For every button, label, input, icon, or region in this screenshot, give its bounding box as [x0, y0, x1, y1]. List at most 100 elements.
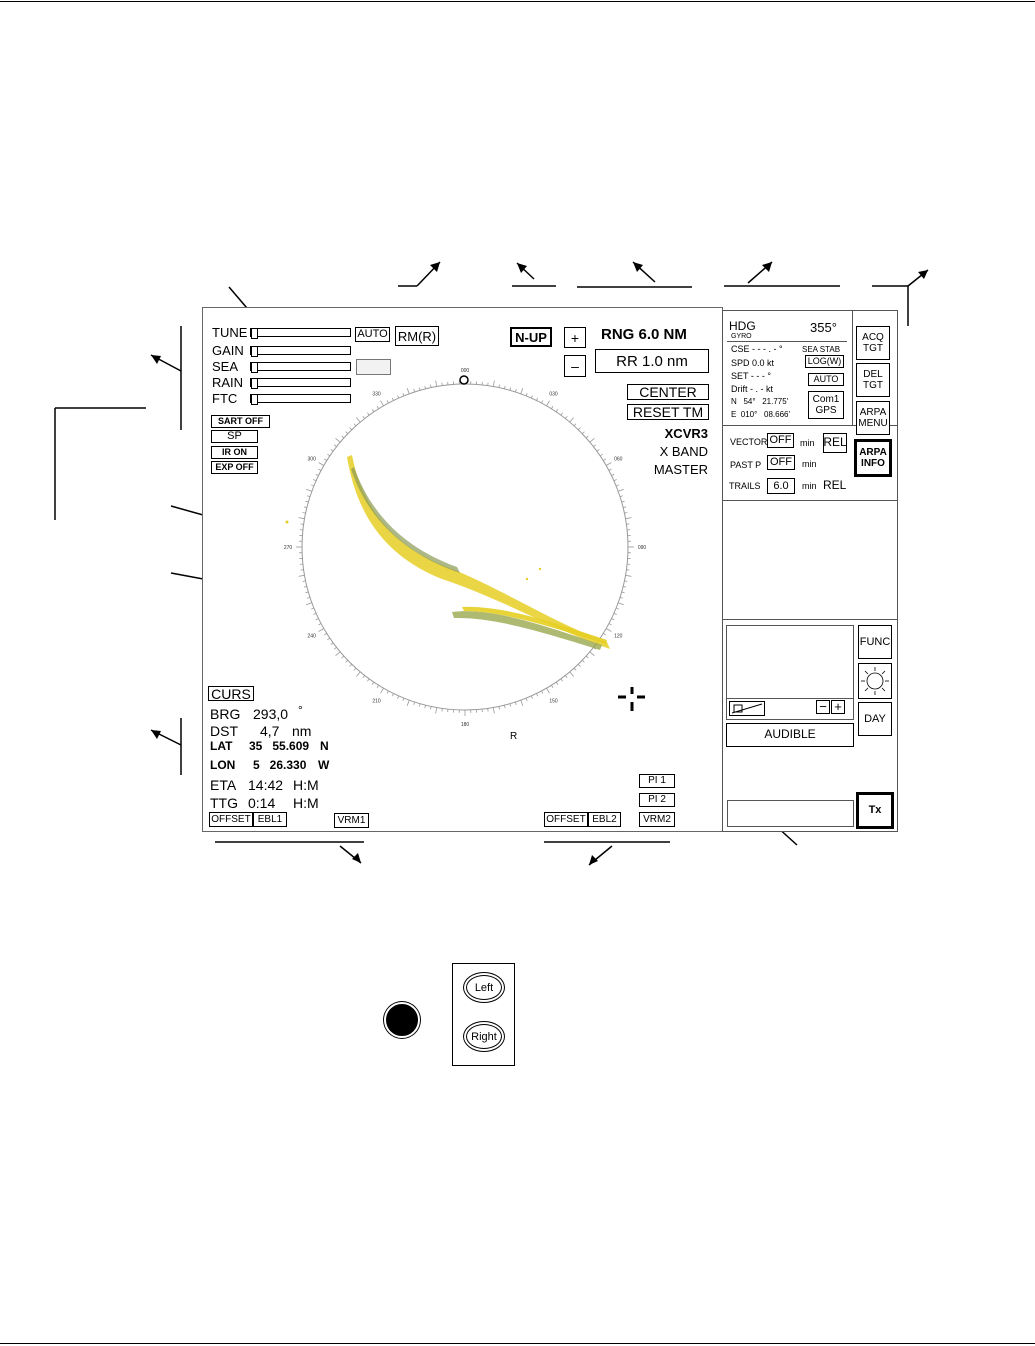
ftc-slider-knob[interactable]	[251, 394, 258, 405]
cursor-title[interactable]: CURS	[208, 686, 254, 701]
bearing-tick	[349, 663, 353, 667]
bearing-tick	[318, 628, 325, 632]
bearing-tick	[305, 500, 309, 503]
bearing-tick	[380, 400, 384, 407]
arpa-menu-button[interactable]: ARPA MENU	[856, 401, 890, 435]
vrm2-button[interactable]: VRM2	[639, 812, 675, 827]
bearing-tick	[413, 389, 416, 393]
offset-ebl2-button[interactable]: OFFSET	[544, 812, 588, 827]
motion-mode-button[interactable]: RM(R)	[395, 326, 439, 346]
bearing-tick	[376, 685, 379, 688]
brilliance-button[interactable]	[858, 663, 892, 699]
tune-slider-knob[interactable]	[251, 328, 258, 339]
arpa-menu-line2: MENU	[858, 418, 888, 429]
bearing-label: 210	[372, 698, 381, 704]
bearing-tick	[356, 671, 361, 677]
bearing-tick	[618, 488, 624, 492]
sea-slider-knob[interactable]	[251, 362, 258, 373]
bearing-tick	[560, 412, 563, 416]
bearing-tick	[577, 663, 581, 667]
range-rings-readout[interactable]: RR 1.0 nm	[595, 349, 709, 373]
day-night-button[interactable]: DAY	[858, 702, 892, 736]
bearing-tick	[573, 423, 577, 427]
bearing-label: 000	[461, 368, 470, 374]
sp-toggle[interactable]: SP	[211, 430, 258, 443]
auto-stab-button[interactable]: AUTO	[808, 373, 844, 386]
ftc-slider[interactable]	[250, 394, 351, 405]
bearing-tick	[391, 397, 394, 401]
arpa-menu-line1: ARPA	[859, 407, 887, 418]
ebl2-button[interactable]: EBL2	[588, 812, 621, 827]
gps-label: GPS	[815, 405, 837, 416]
reset-tm-button[interactable]: RESET TM	[627, 404, 709, 420]
bearing-tick	[504, 385, 506, 389]
bearing-label: 270	[284, 545, 293, 551]
pi1-button[interactable]: PI 1	[639, 774, 675, 788]
eta-value: 14:42	[248, 777, 284, 793]
bearing-tick	[371, 409, 375, 413]
log-source-button[interactable]: LOG(W)	[805, 355, 844, 368]
range-down-button[interactable]: –	[564, 355, 586, 377]
sart-toggle[interactable]: SART OFF	[211, 415, 270, 428]
auto-tune-button[interactable]: AUTO	[355, 327, 390, 342]
sea-slider[interactable]	[250, 362, 351, 373]
north-position: N 54° 21.775'	[731, 397, 789, 406]
bearing-tick	[613, 479, 617, 482]
ir-toggle[interactable]: IR ON	[211, 446, 258, 459]
bearing-tick	[530, 695, 533, 699]
vector-mode-button[interactable]: REL	[823, 433, 847, 453]
vector-unit: min	[800, 438, 815, 448]
bearing-tick	[353, 667, 357, 671]
audible-button[interactable]: AUDIBLE	[726, 723, 854, 747]
gain-slider-knob[interactable]	[251, 346, 258, 357]
arpa-info-button[interactable]: ARPA INFO	[854, 439, 892, 477]
acq-line2: TGT	[863, 343, 883, 354]
past-positions-button[interactable]: OFF	[767, 455, 795, 470]
bearing-tick	[551, 406, 554, 409]
vrm1-button[interactable]: VRM1	[334, 813, 369, 828]
arpa-info-line2: INFO	[861, 458, 885, 469]
bearing-tick	[624, 512, 628, 514]
bearing-tick	[324, 458, 327, 461]
ttg-label: TTG	[210, 795, 238, 811]
ebl1-button[interactable]: EBL1	[253, 812, 287, 827]
range-up-button[interactable]: +	[564, 327, 586, 348]
right-key[interactable]: Right	[463, 1021, 505, 1052]
trails-time-button[interactable]: 6.0	[767, 478, 795, 494]
left-key[interactable]: Left	[463, 972, 505, 1003]
past-positions-label: PAST P	[730, 460, 762, 470]
bearing-tick	[514, 701, 517, 705]
lon-label: LON	[210, 758, 236, 772]
transmit-button[interactable]: Tx	[856, 792, 894, 829]
acquire-target-button[interactable]: ACQ TGT	[856, 326, 890, 360]
bearing-tick	[551, 685, 554, 688]
tune-slider[interactable]	[250, 328, 351, 339]
center-button[interactable]: CENTER	[627, 384, 709, 400]
rain-slider-knob[interactable]	[251, 378, 258, 389]
bearing-tick	[335, 438, 341, 443]
bearing-tick	[621, 500, 625, 503]
pi2-button[interactable]: PI 2	[639, 793, 675, 807]
exp-toggle[interactable]: EXP OFF	[211, 461, 258, 474]
vector-time-button[interactable]: OFF	[767, 433, 794, 448]
bearing-tick	[298, 574, 305, 577]
bearing-tick	[356, 417, 361, 423]
offset-ebl1-button[interactable]: OFFSET	[209, 812, 253, 827]
bearing-tick	[599, 453, 603, 457]
speaker-mute-icon[interactable]	[729, 701, 765, 716]
bearing-label: 030	[549, 392, 558, 398]
delete-target-button[interactable]: DEL TGT	[856, 363, 890, 397]
gain-slider[interactable]	[250, 346, 351, 357]
bearing-tick	[536, 397, 539, 401]
north-up-button[interactable]: N-UP	[510, 327, 552, 347]
volume-down-button[interactable]: −	[816, 699, 830, 714]
hdg-value: 355°	[810, 320, 837, 335]
volume-up-button[interactable]: +	[831, 699, 845, 714]
position-source-button[interactable]: Com1 GPS	[808, 391, 844, 419]
sea-auto-indicator	[356, 359, 391, 375]
func-button[interactable]: FUNC	[858, 625, 892, 659]
rain-slider[interactable]	[250, 378, 351, 389]
trackball-icon[interactable]	[384, 1002, 420, 1038]
